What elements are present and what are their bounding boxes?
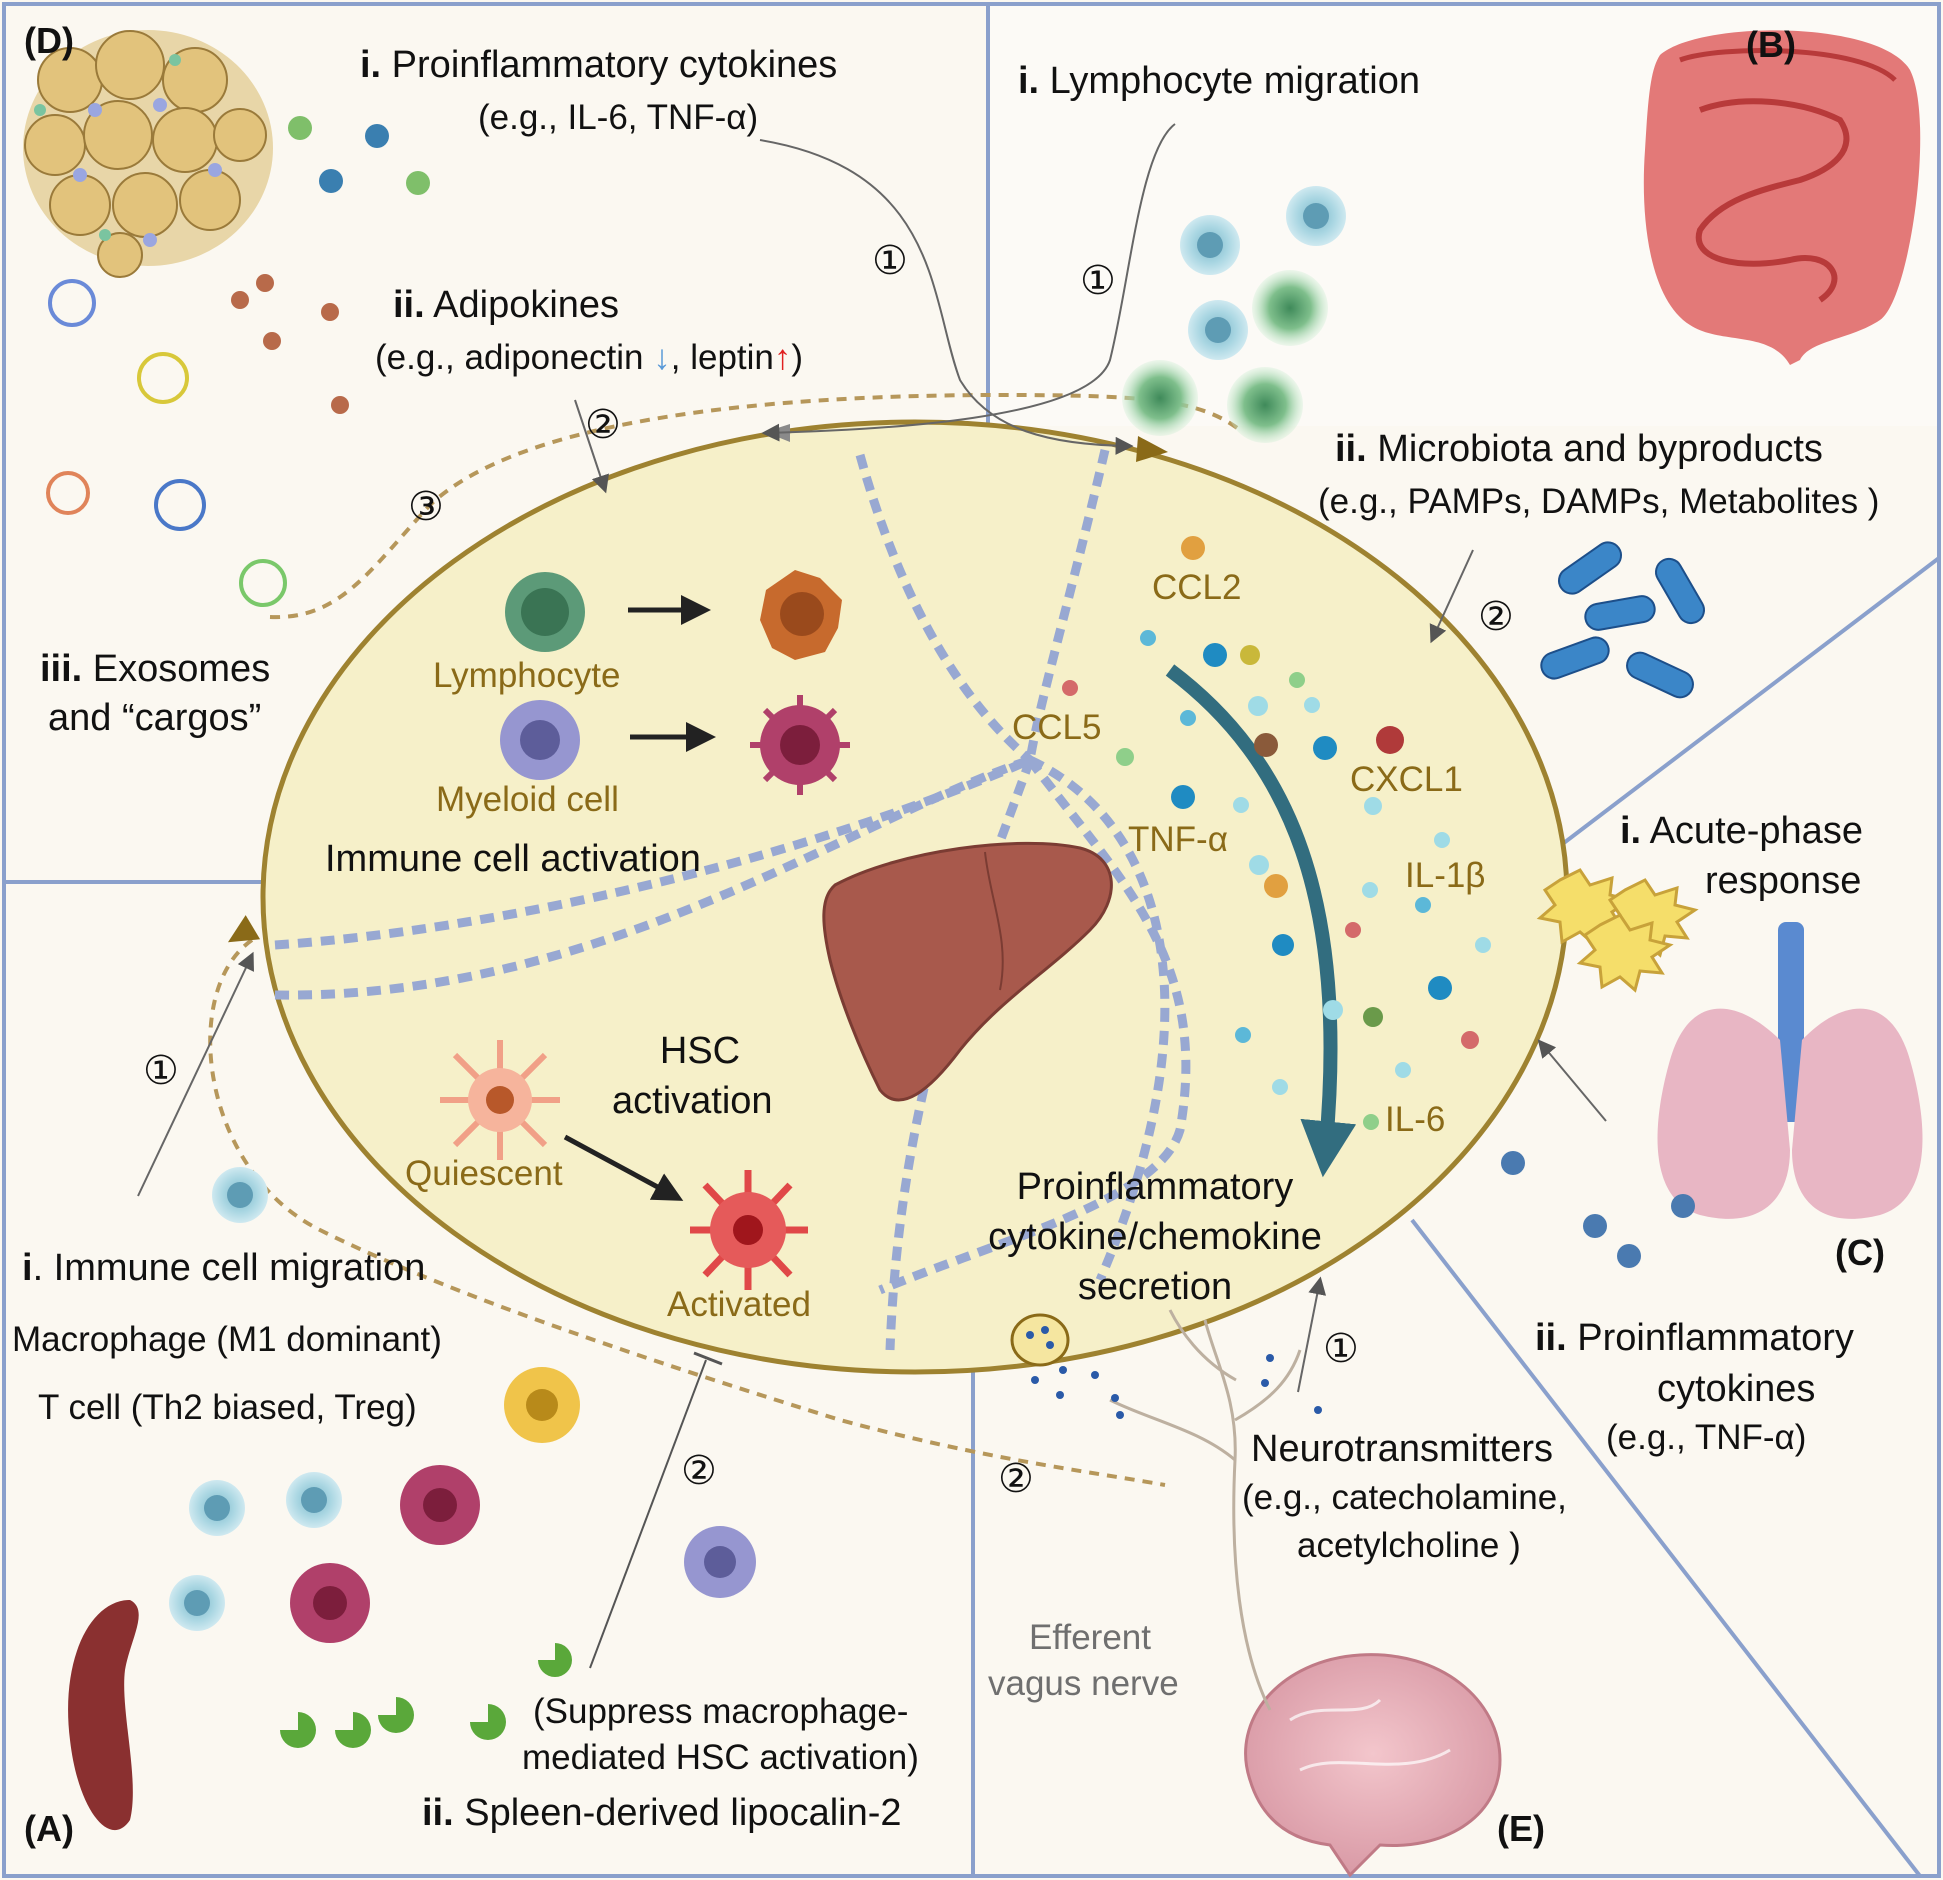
a-suppress-line2: mediated HSC activation) [522,1738,919,1777]
b-microbiota-title: ii. Microbiota and byproducts [1335,428,1823,470]
d-adipokines-eg: (e.g., adiponectin ↓, leptin↑) [375,338,804,377]
lung-cytokines [1501,1151,1695,1268]
adipose-tissue [23,30,273,278]
cytokine-dots [1062,536,1491,1130]
neurotransmitter-dots [1026,1326,1322,1419]
label-tnfa: TNF-α [1128,820,1228,859]
c-proinflammatory-title: ii. Proinflammatory [1535,1317,1854,1359]
step-marker: ② [585,403,621,447]
label-lymphocyte: Lymphocyte [433,656,621,695]
e-neurotransmitters: Neurotransmitters [1251,1428,1553,1470]
acute-phase-proteins [1536,868,1699,993]
e-neuro-eg2: acetylcholine ) [1297,1526,1521,1565]
panel-label-e: (E) [1497,1808,1545,1849]
d-adipokines-title: ii. Adipokines [393,284,620,326]
arrowhead-left [227,915,261,943]
label-cxcl1: CXCL1 [1350,760,1463,799]
e-efferent: Efferent [1029,1618,1151,1657]
label-il6: IL-6 [1385,1100,1446,1139]
c-proinflammatory-cytokines: cytokines [1657,1368,1816,1410]
step-marker: ② [998,1457,1034,1501]
step-marker: ① [143,1049,179,1093]
a-immune-cell-migration: i. Immune cell migration [22,1247,426,1289]
activated-hsc [690,1170,808,1290]
a-macrophage: Macrophage (M1 dominant) [12,1320,442,1359]
migrating-lymphocytes [1122,186,1346,443]
label-quiescent: Quiescent [405,1154,563,1193]
exosomes [46,279,287,607]
step-marker: ③ [408,485,444,529]
b-microbiota-eg: (e.g., PAMPs, DAMPs, Metabolites ) [1318,482,1880,521]
a-lipocalin: ii. Spleen-derived lipocalin-2 [422,1792,902,1834]
quiescent-hsc [440,1040,560,1160]
liver-organ [822,841,1113,1102]
intestine-organ [1643,30,1921,365]
synaptic-vesicle [1010,1313,1070,1367]
step-marker: ① [872,239,908,283]
label-secretion-3: secretion [1077,1266,1233,1308]
step-marker: ① [1323,1327,1359,1371]
adipose-cytokines [288,116,430,195]
d-proinflammatory-title: i. Proinflammatory cytokines [360,44,838,86]
divider-right-lower [1410,1218,1922,1878]
e-neuro-eg1: (e.g., catecholamine, [1242,1478,1567,1517]
divider-right-upper [1546,556,1941,857]
step-marker: ② [681,1449,717,1493]
label-myeloid: Myeloid cell [436,780,619,819]
label-hsc: HSC [659,1030,741,1072]
b-lymphocyte-migration: i. Lymphocyte migration [1018,60,1420,102]
lipocalin-2 [280,1643,572,1748]
activated-myeloid-cell [750,695,850,795]
label-secretion-1: Proinflammatory [1016,1166,1294,1208]
adipokine-dots [231,274,349,414]
label-immune-activation: Immune cell activation [325,838,701,880]
a-suppress-line1: (Suppress macrophage- [533,1692,909,1731]
c-acute-phase: i. Acute-phase [1620,810,1863,852]
label-il1b: IL-1β [1405,856,1486,895]
d-exosomes-title: iii. Exosomes [40,648,271,690]
label-ccl2: CCL2 [1152,568,1242,607]
a-tcell: T cell (Th2 biased, Treg) [38,1388,417,1427]
d-exosomes-cargos: and “cargos” [48,697,262,739]
c-acute-phase-response: response [1705,860,1862,902]
d-proinflammatory-eg: (e.g., IL-6, TNF-α) [478,98,759,137]
panel-label-a: (A) [24,1808,74,1849]
step-marker: ② [1478,595,1514,639]
c-proinflammatory-eg: (e.g., TNF-α) [1606,1418,1807,1457]
bacteria [1540,541,1705,699]
label-activated: Activated [667,1285,811,1324]
panel-label-b: (B) [1746,24,1796,65]
vagus-nerve [1109,1309,1302,1711]
arrowhead-top [1136,436,1168,462]
label-secretion-2: cytokine/chemokine [988,1216,1322,1258]
lungs-organ [1657,922,1923,1219]
label-ccl5: CCL5 [1012,708,1102,747]
panel-label-c: (C) [1835,1232,1885,1273]
spleen-immune-cells [169,1167,756,1643]
spleen-organ [68,1600,139,1831]
dashed-loops [208,392,1242,1487]
e-vagus-nerve: vagus nerve [988,1664,1179,1703]
step-marker: ① [1080,259,1116,303]
label-hsc-activation: activation [612,1080,773,1122]
panel-label-d: (D) [24,20,74,61]
